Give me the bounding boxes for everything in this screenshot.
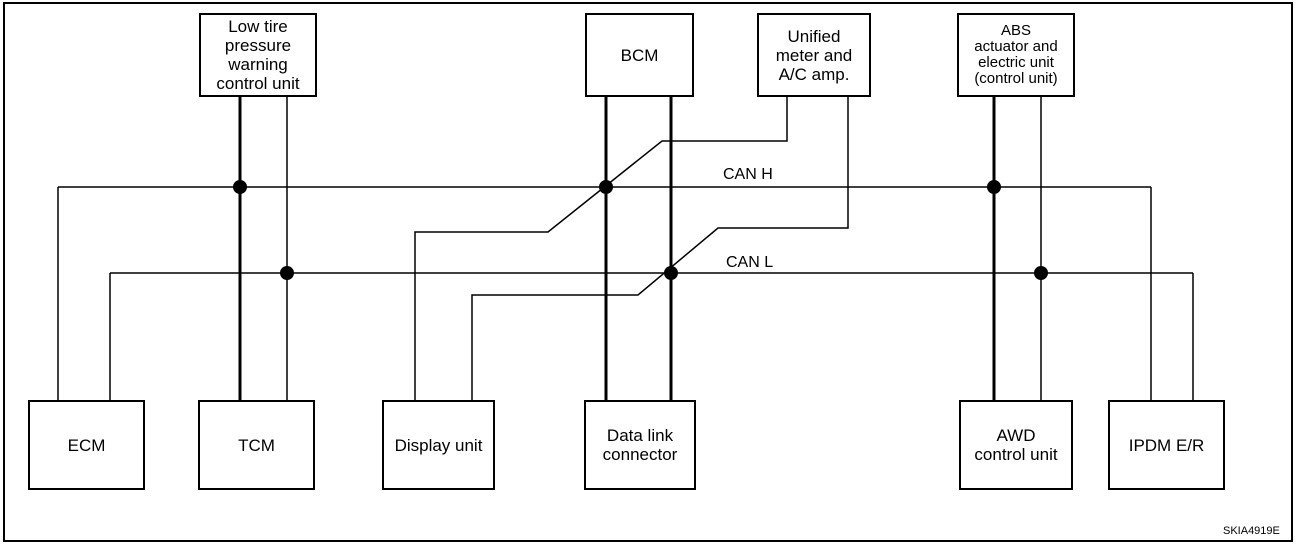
junction-dot-can-h-tcm bbox=[233, 180, 247, 194]
unified-meter-ac-amp-unit: Unified meter and A/C amp. bbox=[757, 13, 871, 97]
figure-code: SKIA4919E bbox=[1223, 525, 1280, 537]
tcm-unit: TCM bbox=[198, 400, 315, 490]
junction-dot-can-l-tcm bbox=[280, 266, 294, 280]
abs-label: ABS actuator and electric unit (control … bbox=[974, 22, 1058, 87]
tcm-label: TCM bbox=[238, 435, 275, 455]
bcm-label: BCM bbox=[620, 45, 659, 65]
low-tire-pressure-label: Low tire pressure warning control unit bbox=[216, 17, 300, 93]
ipdm-er-unit: IPDM E/R bbox=[1108, 400, 1225, 490]
display-can-l-wire bbox=[471, 96, 849, 400]
unified-meter-label: Unified meter and A/C amp. bbox=[775, 26, 853, 84]
low-tire-pressure-warning-control-unit: Low tire pressure warning control unit bbox=[199, 13, 317, 97]
display-can-h-wire bbox=[414, 96, 788, 400]
diagram-frame bbox=[3, 2, 1293, 542]
data-link-connector-label: Data link connector bbox=[602, 426, 678, 464]
display-unit: Display unit bbox=[382, 400, 495, 490]
junction-dot-can-h-dlc bbox=[599, 180, 613, 194]
awd-control-unit-label: AWD control unit bbox=[974, 426, 1058, 464]
ecm-unit: ECM bbox=[28, 400, 145, 490]
awd-control-unit: AWD control unit bbox=[959, 400, 1073, 490]
bcm-unit: BCM bbox=[585, 13, 694, 97]
can-h-label: CAN H bbox=[723, 166, 773, 183]
junction-dot-can-h-awd bbox=[987, 180, 1001, 194]
can-l-label: CAN L bbox=[726, 254, 774, 271]
ecm-label: ECM bbox=[67, 435, 106, 455]
display-unit-label: Display unit bbox=[394, 435, 483, 455]
junction-dot-can-l-dlc bbox=[664, 266, 678, 280]
junction-dot-can-l-awd bbox=[1034, 266, 1048, 280]
abs-actuator-electric-unit: ABS actuator and electric unit (control … bbox=[957, 13, 1075, 97]
data-link-connector: Data link connector bbox=[584, 400, 696, 490]
ipdm-er-label: IPDM E/R bbox=[1128, 435, 1205, 455]
